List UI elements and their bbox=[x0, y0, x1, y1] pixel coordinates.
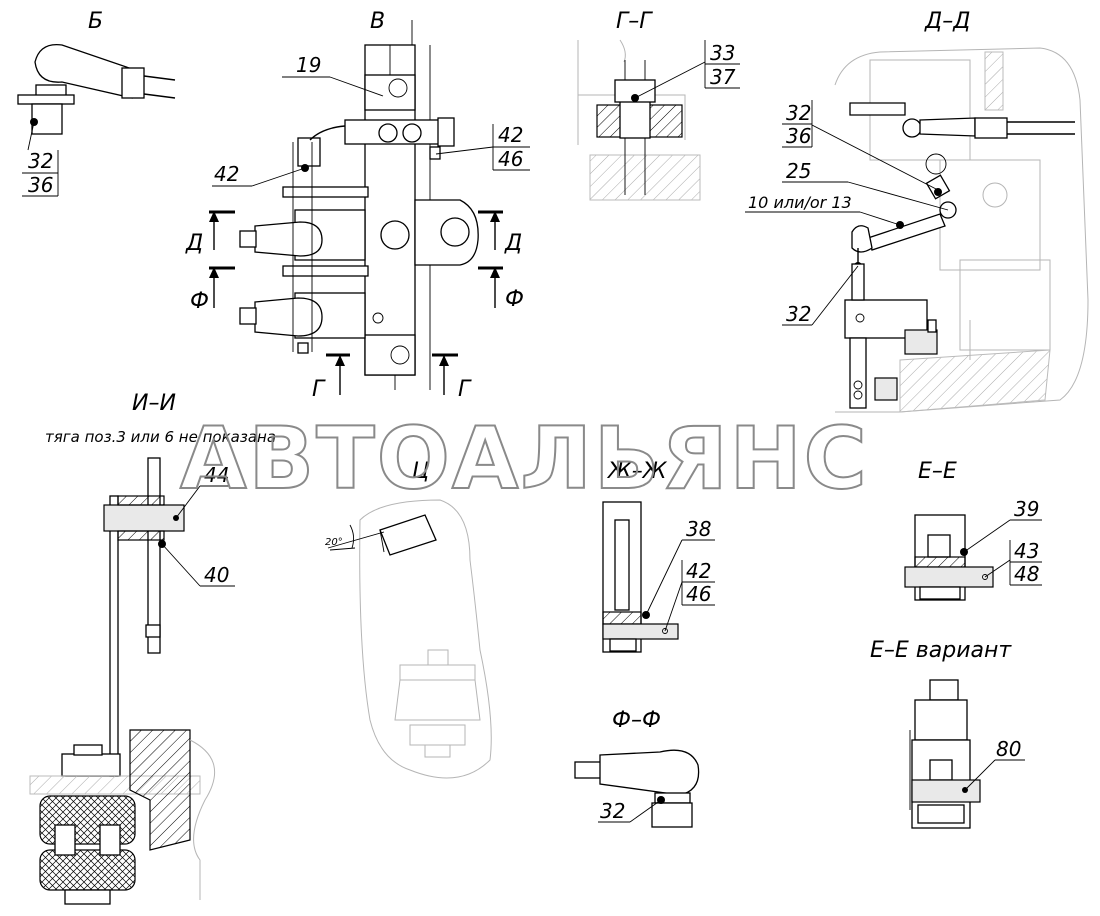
view-ts: Ц 20° bbox=[325, 459, 492, 779]
view-gg-title: Г–Г bbox=[616, 9, 653, 34]
callout-ii-44: 44 bbox=[204, 463, 229, 487]
callout-dd-10-or-13: 10 или/or 13 bbox=[748, 193, 852, 212]
callout-v-46: 46 bbox=[498, 147, 523, 171]
ii-frame-section bbox=[129, 729, 191, 851]
callout-dd-36: 36 bbox=[786, 124, 811, 148]
view-ts-title: Ц bbox=[412, 459, 429, 484]
view-b: Б 32 36 bbox=[17, 9, 176, 197]
joint-washer bbox=[17, 94, 75, 105]
callout-zhzh-46: 46 bbox=[686, 582, 711, 606]
callout-dd-32: 32 bbox=[786, 101, 811, 125]
view-ee-title: Е–Е bbox=[918, 459, 957, 484]
ii-rubber-mount-upper bbox=[39, 795, 136, 845]
view-zhzh: Ж–Ж 38 42 46 bbox=[602, 459, 715, 653]
callout-ee-48: 48 bbox=[1014, 562, 1039, 586]
view-ff: Ф–Ф 32 bbox=[574, 708, 700, 828]
dd-frame-outline bbox=[834, 47, 1089, 413]
callout-v-42: 42 bbox=[498, 123, 523, 147]
callout-ee-39: 39 bbox=[1014, 497, 1039, 521]
callout-zhzh-38: 38 bbox=[686, 517, 711, 541]
view-b-title: Б bbox=[88, 9, 103, 34]
angle-20-label: 20° bbox=[325, 537, 343, 548]
callout-ff-32: 32 bbox=[600, 799, 625, 823]
svg-text:Г: Г bbox=[458, 377, 472, 402]
view-ee: Е–Е 39 43 48 bbox=[904, 459, 1042, 601]
ts-lever bbox=[379, 514, 437, 556]
callout-ee-43: 43 bbox=[1014, 539, 1039, 563]
callout-dd-32b: 32 bbox=[786, 302, 811, 326]
ee-variant-lever bbox=[914, 699, 968, 741]
view-ee-variant-title: Е–Е вариант bbox=[870, 638, 1012, 663]
joint-sleeve bbox=[121, 67, 145, 99]
cut-mark-f-right: Ф bbox=[478, 266, 524, 312]
watermark-text: АВТОАЛЬЯНС bbox=[180, 409, 869, 509]
ts-frame-outline bbox=[359, 499, 492, 779]
cylinder-f bbox=[254, 297, 323, 337]
zhzh-pin bbox=[602, 623, 679, 640]
linkage-rod bbox=[344, 119, 451, 145]
dd-bottom-section bbox=[899, 349, 1051, 413]
ff-ball-joint bbox=[599, 749, 700, 796]
callout-ii-40: 40 bbox=[204, 563, 229, 587]
ii-pin bbox=[103, 504, 185, 532]
svg-text:Д: Д bbox=[185, 231, 203, 256]
svg-text:Д: Д bbox=[504, 231, 522, 256]
view-zhzh-title: Ж–Ж bbox=[606, 459, 668, 484]
svg-text:Ф: Ф bbox=[505, 287, 524, 312]
svg-text:Г: Г bbox=[312, 377, 326, 402]
callout-b-32: 32 bbox=[28, 149, 53, 173]
ii-rubber-mount-lower bbox=[39, 849, 136, 891]
view-ee-variant: Е–Е вариант 80 bbox=[870, 638, 1025, 829]
cut-mark-g-left: Г bbox=[312, 353, 350, 402]
cut-mark-d-left: Д bbox=[185, 210, 235, 256]
callout-gg-37: 37 bbox=[710, 65, 736, 89]
svg-text:Ф: Ф bbox=[190, 289, 209, 314]
view-v: В bbox=[185, 9, 530, 402]
rod-upper bbox=[282, 186, 369, 198]
ii-vertical-bar bbox=[147, 457, 161, 654]
dd-tie-rod bbox=[867, 213, 946, 251]
callout-v-19: 19 bbox=[296, 53, 321, 77]
cut-mark-g-right: Г bbox=[432, 353, 472, 402]
callout-gg-33: 33 bbox=[710, 41, 735, 65]
cylinder-d bbox=[254, 221, 323, 257]
callout-b-36: 36 bbox=[28, 173, 53, 197]
view-dd: Д–Д bbox=[745, 9, 1089, 413]
joint-boot bbox=[31, 103, 63, 135]
ee-variant-pin bbox=[911, 779, 981, 803]
cut-mark-f-left: Ф bbox=[190, 266, 235, 314]
callout-zhzh-42: 42 bbox=[686, 559, 711, 583]
callout-v-42b: 42 bbox=[214, 162, 239, 186]
rod-lower bbox=[282, 265, 369, 277]
view-ii-title: И–И bbox=[132, 391, 176, 416]
note-rod-not-shown: тяга поз.3 или 6 не показана bbox=[45, 428, 276, 446]
cut-mark-d-right: Д bbox=[478, 210, 522, 256]
view-gg: Г–Г 33 37 bbox=[577, 9, 740, 201]
view-v-title: В bbox=[370, 9, 385, 34]
view-dd-title: Д–Д bbox=[924, 9, 970, 34]
view-ff-title: Ф–Ф bbox=[612, 708, 661, 733]
ii-foot bbox=[61, 753, 121, 777]
view-ii: И–И тяга поз.3 или 6 не показана 44 40 bbox=[29, 391, 276, 905]
callout-ee-variant-80: 80 bbox=[996, 737, 1021, 761]
callout-dd-25: 25 bbox=[786, 159, 811, 183]
ee-pin bbox=[904, 566, 994, 588]
